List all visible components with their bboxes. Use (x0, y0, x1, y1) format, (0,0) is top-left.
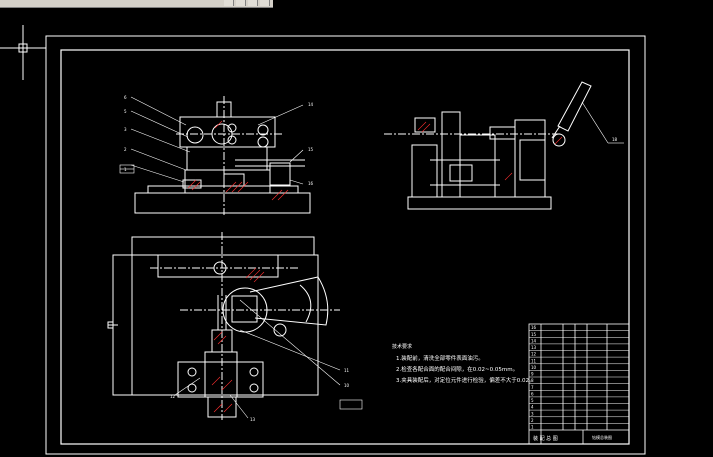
title-block-row-number: 5 (531, 398, 534, 403)
title-block (528, 323, 630, 445)
title-block-row-number: 14 (531, 338, 537, 343)
title-block-row-number: 16 (531, 325, 537, 330)
title-block-row-number: 8 (531, 378, 534, 383)
balloon-label: 13 (250, 417, 256, 422)
front-view-leaders (119, 96, 304, 185)
toolbar-button[interactable] (248, 0, 258, 6)
top-view (107, 232, 340, 420)
note-item: 1.装配前，清洗全部零件表面油污。 (396, 354, 484, 362)
title-block-row-number: 3 (531, 411, 534, 416)
drawing-code: 钻模总装图 (592, 434, 612, 440)
front-view-balloon-labels: 6 5 3 2 1 14 15 16 (124, 95, 314, 186)
toolbar-button[interactable] (224, 0, 234, 6)
technical-notes: 技术要求 1.装配前，清洗全部零件表面油污。 2.检查各配合面的配合间隙，在0.… (392, 343, 535, 384)
footer-label: 装 配 总 图 (533, 435, 558, 442)
title-block-row-number: 10 (531, 365, 537, 370)
front-view-hatch (187, 120, 289, 201)
note-item: 2.检查各配合面的配合间隙，在0.02~0.05mm。 (396, 365, 518, 373)
title-block-row-number: 7 (531, 385, 534, 390)
crosshair-icon (0, 25, 46, 80)
toolbar-button[interactable] (236, 0, 246, 6)
balloon-label: 12 (170, 394, 176, 399)
front-view (134, 96, 311, 215)
balloon-label: 10 (344, 383, 350, 388)
toolbar-strip (0, 0, 273, 8)
note-item: 3.夹具装配后，对定位元件进行检验，偏差不大于0.02。 (396, 376, 535, 384)
title-block-row-number: 2 (531, 418, 534, 423)
balloon-label: 15 (308, 147, 314, 152)
sheet-border (45, 35, 646, 455)
title-block-row-number: 11 (531, 358, 537, 363)
side-view (384, 81, 592, 210)
side-view-leaders (581, 101, 624, 144)
balloon-label: 6 (124, 95, 127, 100)
balloon-label: 14 (308, 102, 314, 107)
title-block-row-number: 13 (531, 345, 537, 350)
title-block-footer: 装 配 总 图 钻模总装图 (533, 434, 612, 442)
balloon-label: 16 (308, 181, 314, 186)
balloon-label: 3 (124, 127, 127, 132)
top-view-leaders (174, 299, 363, 419)
toolbar-button[interactable] (260, 0, 270, 6)
top-view-balloon-labels: 10 11 12 13 (170, 368, 350, 422)
balloon-label: 5 (124, 109, 127, 114)
title-block-row-number: 12 (531, 352, 537, 357)
notes-title: 技术要求 (392, 343, 412, 350)
title-block-row-number: 9 (531, 372, 534, 377)
side-view-hatch (417, 121, 563, 181)
balloon-label: 18 (612, 137, 618, 142)
balloon-label: 2 (124, 147, 127, 152)
top-view-hatch (211, 267, 265, 413)
title-block-row-number: 6 (531, 391, 534, 396)
balloon-label: 1 (124, 167, 127, 172)
title-block-row-number: 15 (531, 332, 537, 337)
title-block-row-number: 4 (531, 405, 534, 410)
balloon-label: 11 (344, 368, 350, 373)
title-block-row-number: 1 (531, 425, 534, 430)
